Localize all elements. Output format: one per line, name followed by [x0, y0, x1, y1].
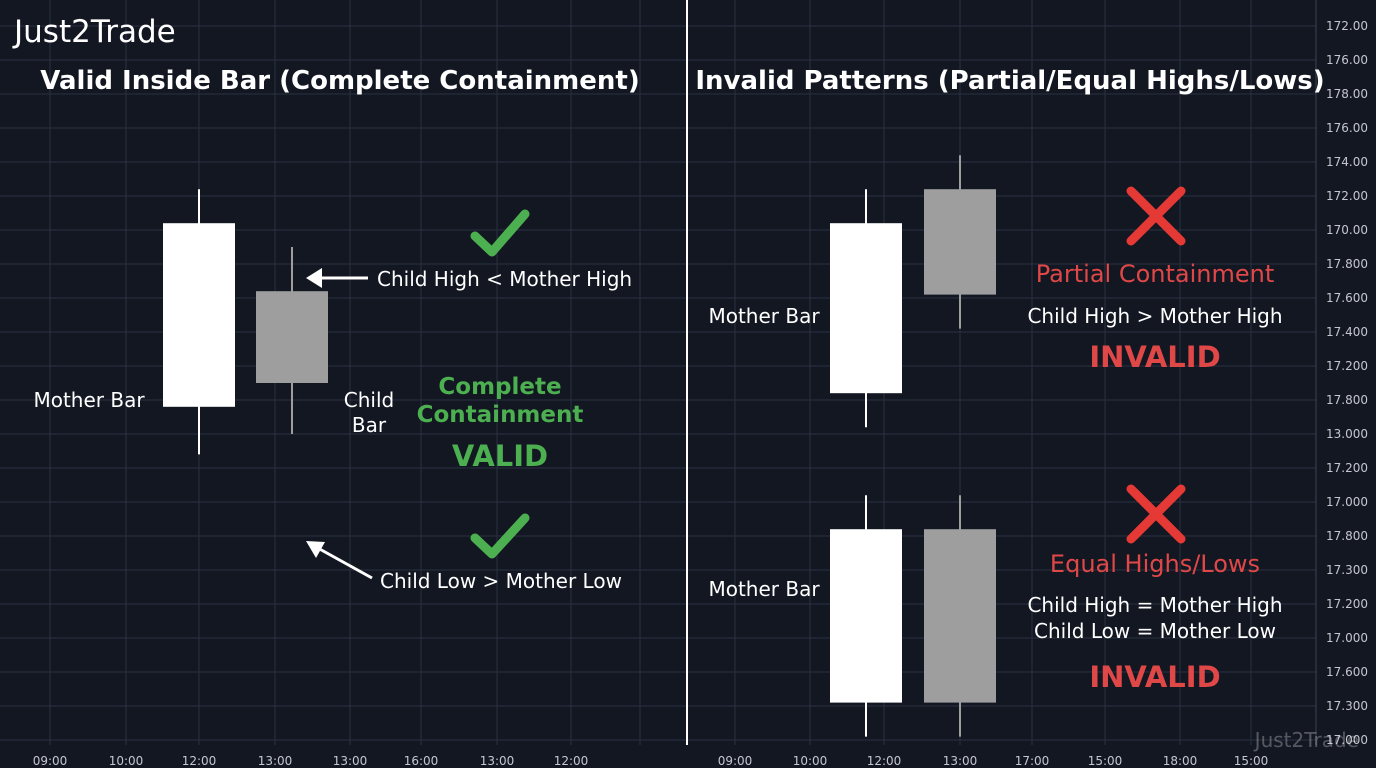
- child-high-annotation: Child High < Mother High: [377, 267, 632, 291]
- price-tick-label: 17.400: [1326, 325, 1368, 339]
- time-tick-label: 12:00: [182, 754, 217, 768]
- child-bar-label-line2: Bar: [352, 413, 387, 437]
- equal-rule-line2: Child Low = Mother Low: [1034, 619, 1276, 643]
- brand-logo: Just2Trade: [12, 14, 176, 50]
- invalid-verdict: INVALID: [1089, 340, 1220, 374]
- candles: [163, 155, 996, 737]
- child-bar-body-valid: [256, 291, 328, 383]
- price-tick-label: 172.00: [1326, 19, 1368, 33]
- price-tick-label: 176.00: [1326, 53, 1368, 67]
- left-panel-title: Valid Inside Bar (Complete Containment): [40, 66, 639, 96]
- time-tick-label: 09:00: [33, 754, 68, 768]
- time-tick-label: 09:00: [718, 754, 753, 768]
- price-tick-label: 17.200: [1326, 359, 1368, 373]
- result-line2: Containment: [417, 402, 584, 428]
- brand-watermark: Just2Trade: [1253, 728, 1359, 752]
- price-tick-label: 17.300: [1326, 563, 1368, 577]
- price-tick-label: 174.00: [1326, 155, 1368, 169]
- mother-bar-label: Mother Bar: [33, 388, 145, 412]
- price-tick-label: 17.200: [1326, 597, 1368, 611]
- price-tick-label: 17.000: [1326, 495, 1368, 509]
- time-tick-label: 10:00: [793, 754, 828, 768]
- time-tick-label: 16:00: [404, 754, 439, 768]
- price-axis: 172.00 176.00 178.00 176.00 174.00 172.00 170.…: [1326, 19, 1368, 747]
- price-tick-label: 17.000: [1326, 733, 1368, 747]
- mother-bar-body-partial: [830, 223, 902, 394]
- valid-verdict: VALID: [452, 439, 548, 473]
- time-tick-label: 13:00: [258, 754, 293, 768]
- time-tick-label: 15:00: [1234, 754, 1269, 768]
- time-tick-label: 13:00: [480, 754, 515, 768]
- child-bar-body-equal: [924, 529, 996, 703]
- price-tick-label: 178.00: [1326, 87, 1368, 101]
- price-tick-label: 172.00: [1326, 189, 1368, 203]
- time-tick-label: 13:00: [943, 754, 978, 768]
- time-tick-label: 15:00: [1088, 754, 1123, 768]
- time-tick-label: 18:00: [1163, 754, 1198, 768]
- mother-bar-body-valid: [163, 223, 235, 407]
- right-panel-title: Invalid Patterns (Partial/Equal Highs/Lo…: [695, 66, 1324, 96]
- arrow-left-icon: [306, 268, 368, 288]
- child-bar-body-partial: [924, 189, 996, 295]
- x-icon: [1126, 484, 1186, 544]
- price-tick-label: 13.000: [1326, 427, 1368, 441]
- time-tick-label: 13:00: [333, 754, 368, 768]
- mother-bar-label: Mother Bar: [708, 577, 820, 601]
- time-axis: 09:00 10:00 12:00 13:00 13:00 16:00 13:00 12:00…: [33, 754, 1269, 768]
- partial-containment-title: Partial Containment: [1036, 260, 1274, 288]
- time-tick-label: 12:00: [867, 754, 902, 768]
- price-tick-label: 170.00: [1326, 223, 1368, 237]
- price-tick-label: 17.600: [1326, 665, 1368, 679]
- price-tick-label: 17.200: [1326, 461, 1368, 475]
- price-tick-label: 17.600: [1326, 291, 1368, 305]
- child-bar-label-line1: Child: [344, 388, 394, 412]
- x-icon: [1126, 186, 1186, 246]
- result-line1: Complete: [438, 374, 561, 400]
- price-tick-label: 17.800: [1326, 393, 1368, 407]
- arrow-up-left-icon: [306, 541, 373, 580]
- equal-rule-line1: Child High = Mother High: [1027, 593, 1282, 617]
- invalid-verdict: INVALID: [1089, 660, 1220, 694]
- time-tick-label: 10:00: [109, 754, 144, 768]
- price-tick-label: 17.000: [1326, 631, 1368, 645]
- price-tick-label: 17.800: [1326, 529, 1368, 543]
- check-icon: [470, 513, 530, 559]
- price-tick-label: 17.800: [1326, 257, 1368, 271]
- partial-rule: Child High > Mother High: [1027, 304, 1282, 328]
- check-icon: [470, 209, 530, 257]
- mother-bar-label: Mother Bar: [708, 304, 820, 328]
- price-tick-label: 17.300: [1326, 699, 1368, 713]
- time-tick-label: 17:00: [1015, 754, 1050, 768]
- price-tick-label: 176.00: [1326, 121, 1368, 135]
- child-low-annotation: Child Low > Mother Low: [380, 569, 622, 593]
- time-tick-label: 12:00: [554, 754, 589, 768]
- mother-bar-body-equal: [830, 529, 902, 703]
- equal-highs-lows-title: Equal Highs/Lows: [1050, 550, 1260, 578]
